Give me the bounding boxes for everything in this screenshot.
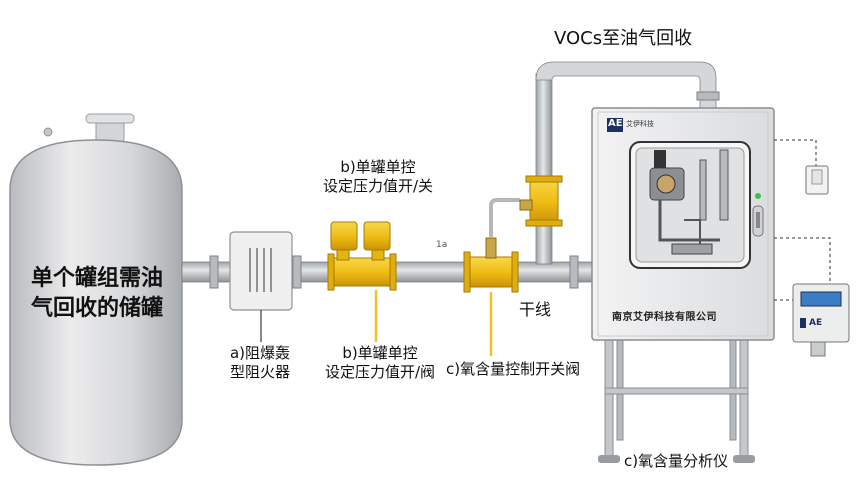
cabinet-company-name: 南京艾伊科技有限公司 — [612, 312, 717, 323]
leader-lines — [260, 290, 493, 356]
tank-label-line2: 气回收的储罐 — [30, 296, 163, 321]
tank-label-line1: 单个罐组需油 — [30, 266, 163, 291]
cabinet-stand — [598, 339, 755, 463]
tank-label: 单个罐组需油 气回收的储罐 — [2, 264, 192, 324]
pressure-valve-pair — [327, 221, 397, 291]
valve-bottom-line1: b)单罐单控 — [342, 344, 418, 362]
valve-bottom-line2: 设定压力值开/阀 — [324, 363, 436, 381]
valve-bottom-label: b)单罐单控 设定压力值开/阀 — [310, 344, 450, 382]
o2-control-valve — [463, 198, 520, 293]
valve-top-line2: 设定压力值开/关 — [322, 177, 434, 195]
vertical-pipe-valve — [519, 175, 563, 227]
storage-tank — [9, 113, 183, 466]
analyzer-cabinet — [591, 107, 775, 341]
arrester-line2: 型阻火器 — [229, 363, 290, 381]
mainline-label: 干线 — [519, 300, 552, 319]
cabinet-logo: AE — [608, 118, 623, 129]
vocs-return-label: VOCs至油气回收 — [554, 28, 693, 49]
small-mark: 1a — [436, 240, 448, 250]
cabinet-brand: 艾伊科技 — [626, 120, 654, 128]
flame-arrester — [229, 231, 293, 311]
arrester-line1: a)阻爆轰 — [229, 344, 291, 362]
arrester-label: a)阻爆轰 型阻火器 — [210, 344, 310, 382]
analyzer-label: c)氧含量分析仪 — [624, 452, 729, 470]
analyzer-device-logo: AE — [809, 318, 823, 328]
valve-top-label: b)单罐单控 设定压力值开/关 — [298, 158, 458, 196]
external-analyzer — [774, 139, 850, 357]
valve-top-line1: b)单罐单控 — [340, 158, 416, 176]
o2-valve-label: c)氧含量控制开关阀 — [446, 360, 581, 378]
